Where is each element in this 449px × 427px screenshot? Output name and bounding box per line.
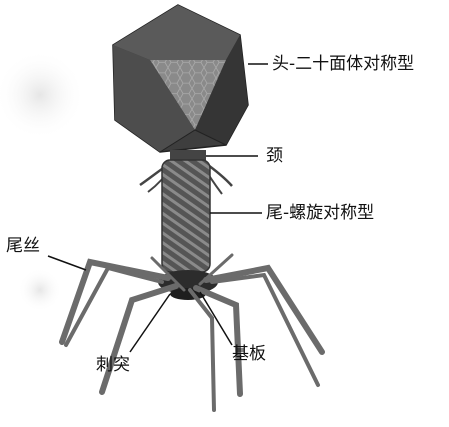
background-blob bbox=[18, 268, 62, 312]
label-tail-fibers: 尾丝 bbox=[6, 236, 40, 256]
phage-tail bbox=[162, 160, 210, 272]
label-baseplate: 基板 bbox=[232, 344, 266, 364]
leader-line-spikes bbox=[130, 294, 170, 352]
phage-head bbox=[113, 5, 248, 152]
label-tail: 尾-螺旋对称型 bbox=[266, 203, 374, 223]
label-neck: 颈 bbox=[266, 146, 283, 166]
background-blob bbox=[0, 50, 85, 140]
leader-line-fibers bbox=[48, 256, 86, 270]
label-spikes: 刺突 bbox=[96, 355, 130, 375]
label-head: 头-二十面体对称型 bbox=[272, 54, 414, 74]
